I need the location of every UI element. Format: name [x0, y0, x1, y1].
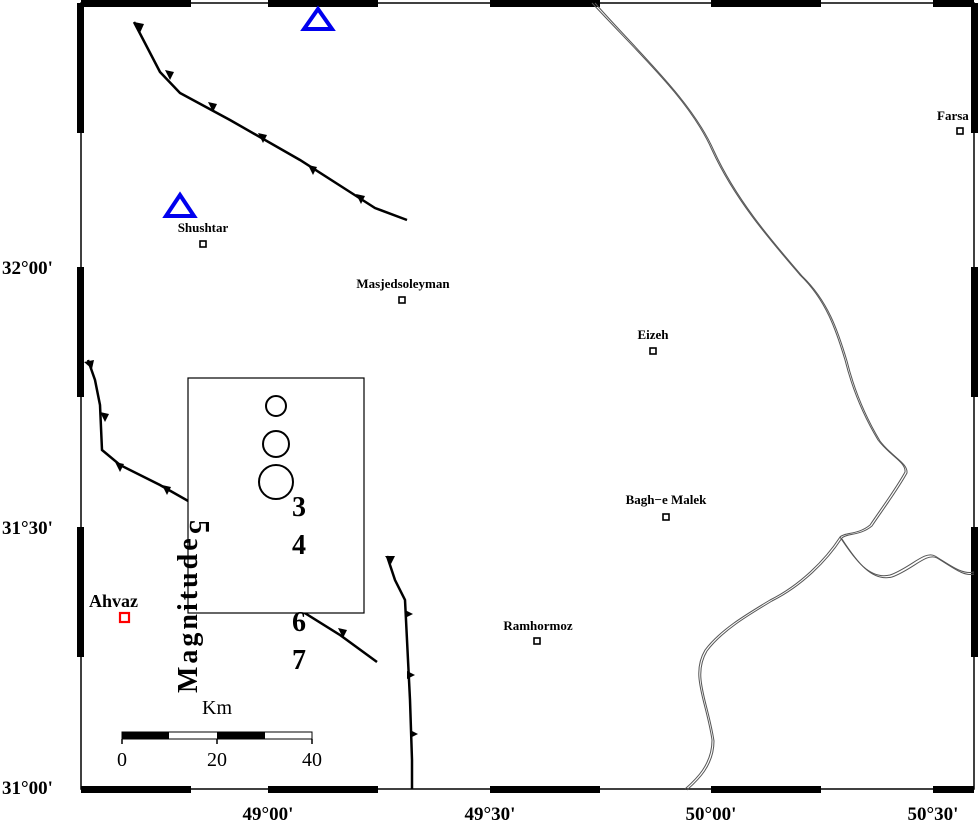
legend-magnitude-7: 7 [292, 645, 306, 676]
boundary-line [591, 2, 975, 791]
legend-circle-large [258, 464, 294, 500]
lon-label-50-30: 50°30' [908, 804, 959, 824]
city-marker-icon [956, 127, 964, 135]
frame-border-right [971, 3, 978, 657]
lat-label-31-00: 31°00' [2, 778, 53, 799]
city-marker-icon [533, 637, 541, 645]
city-marker-icon [199, 240, 207, 248]
legend-circle-small [265, 395, 287, 417]
scale-tick-20: 20 [207, 749, 227, 771]
lat-label-32-00: 32°00' [2, 258, 53, 279]
frame-border-top [81, 0, 974, 7]
city-label: Ramhormoz [503, 618, 573, 633]
scale-tick-0: 0 [117, 749, 127, 771]
legend-magnitude-4: 4 [292, 530, 306, 561]
city-marker-icon [398, 296, 406, 304]
city-label: Eizeh [637, 327, 669, 342]
thrust-fault-west [84, 359, 378, 664]
legend-circle-medium [262, 430, 290, 458]
thrust-fault-north [132, 21, 408, 222]
city-masjedsoleyman: Masjedsoleyman [356, 276, 450, 304]
scale-tick-40: 40 [302, 749, 322, 771]
lon-label-49-00: 49°00' [243, 804, 294, 824]
city-ramhormoz: Ramhormoz [503, 618, 573, 645]
city-label: Farsa [937, 108, 969, 123]
legend-magnitude-5: 5 [183, 520, 214, 534]
lon-label-50-00: 50°00' [686, 804, 737, 824]
thrust-fault-south [385, 555, 418, 789]
legend-title: Magnitude [173, 535, 204, 693]
city-label: Masjedsoleyman [356, 276, 450, 291]
city-ahvaz: Ahvaz [89, 591, 138, 624]
city-marker-icon [662, 513, 670, 521]
lat-label-31-30: 31°30' [2, 518, 53, 539]
city-label: Bagh−e Malek [626, 492, 707, 507]
legend-box [187, 377, 365, 614]
city-shushtar: Shushtar [178, 220, 229, 248]
city-bagh-e-malek: Bagh−e Malek [626, 492, 707, 521]
city-eizeh: Eizeh [637, 327, 669, 355]
capital-label: Ahvaz [89, 591, 138, 611]
station-triangle-icon [162, 191, 198, 218]
scale-bar: Km 0 20 40 [117, 697, 322, 771]
magnitude-legend: 3 4 5 6 7 Magnitude [173, 377, 365, 693]
frame-border-left [77, 3, 84, 657]
legend-magnitude-6: 6 [292, 607, 306, 638]
city-farsa: Farsa [937, 108, 969, 135]
city-marker-icon [649, 347, 657, 355]
legend-magnitude-3: 3 [292, 492, 306, 523]
scale-unit: Km [202, 697, 232, 719]
station-triangle-icon [300, 5, 336, 31]
lon-label-49-30: 49°30' [465, 804, 516, 824]
capital-marker-icon [118, 611, 131, 624]
city-label: Shushtar [178, 220, 229, 235]
frame-border-bottom [81, 786, 974, 793]
